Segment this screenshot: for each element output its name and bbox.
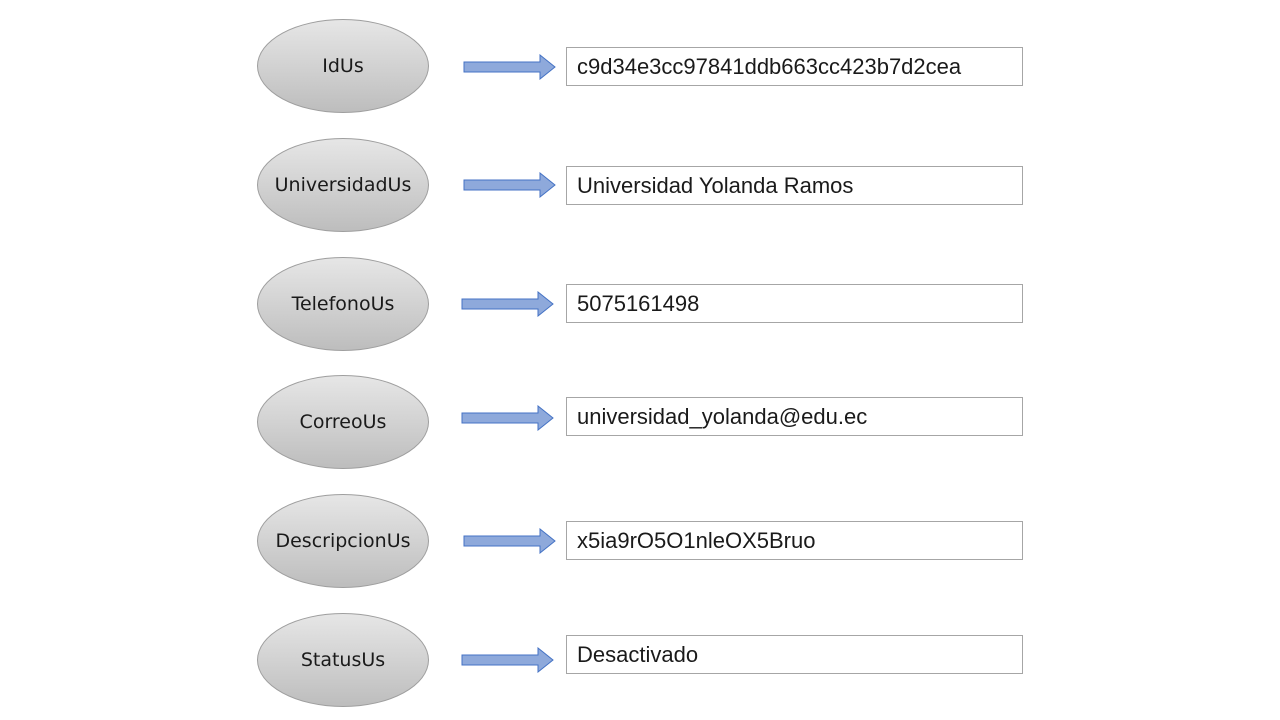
field-name-ellipse: CorreoUs: [257, 375, 429, 469]
field-name-label: CorreoUs: [299, 411, 387, 433]
field-value-text: c9d34e3cc97841ddb663cc423b7d2cea: [577, 54, 962, 79]
field-value-box: x5ia9rO5O1nleOX5Bruo: [566, 521, 1023, 560]
field-name-label: DescripcionUs: [275, 530, 411, 552]
right-arrow-icon: [461, 405, 554, 431]
field-row-descripcionus: DescripcionUs x5ia9rO5O1nleOX5Bruo: [0, 494, 1280, 590]
field-row-universidadus: UniversidadUs Universidad Yolanda Ramos: [0, 138, 1280, 234]
field-name-label: UniversidadUs: [274, 174, 412, 196]
field-row-idus: IdUs c9d34e3cc97841ddb663cc423b7d2cea: [0, 19, 1280, 115]
field-value-text: Universidad Yolanda Ramos: [577, 173, 854, 198]
field-row-statusus: StatusUs Desactivado: [0, 613, 1280, 709]
field-name-ellipse: TelefonoUs: [257, 257, 429, 351]
field-name-ellipse: StatusUs: [257, 613, 429, 707]
field-value-text: Desactivado: [577, 642, 699, 667]
field-name-label: StatusUs: [300, 649, 386, 671]
field-name-ellipse: IdUs: [257, 19, 429, 113]
field-value-box: 5075161498: [566, 284, 1023, 323]
field-value-box: Desactivado: [566, 635, 1023, 674]
field-value-box: universidad_yolanda@edu.ec: [566, 397, 1023, 436]
field-value-box: c9d34e3cc97841ddb663cc423b7d2cea: [566, 47, 1023, 86]
field-name-label: IdUs: [322, 55, 364, 77]
right-arrow-icon: [461, 291, 554, 317]
field-value-text: x5ia9rO5O1nleOX5Bruo: [577, 528, 816, 553]
field-row-correous: CorreoUs universidad_yolanda@edu.ec: [0, 375, 1280, 471]
field-value-box: Universidad Yolanda Ramos: [566, 166, 1023, 205]
right-arrow-icon: [461, 647, 554, 673]
field-row-telefonous: TelefonoUs 5075161498: [0, 257, 1280, 353]
field-value-text: universidad_yolanda@edu.ec: [577, 404, 868, 429]
right-arrow-icon: [463, 54, 556, 80]
right-arrow-icon: [463, 172, 556, 198]
right-arrow-icon: [463, 528, 556, 554]
field-value-text: 5075161498: [577, 291, 700, 316]
field-name-ellipse: DescripcionUs: [257, 494, 429, 588]
field-name-ellipse: UniversidadUs: [257, 138, 429, 232]
field-name-label: TelefonoUs: [291, 293, 395, 315]
